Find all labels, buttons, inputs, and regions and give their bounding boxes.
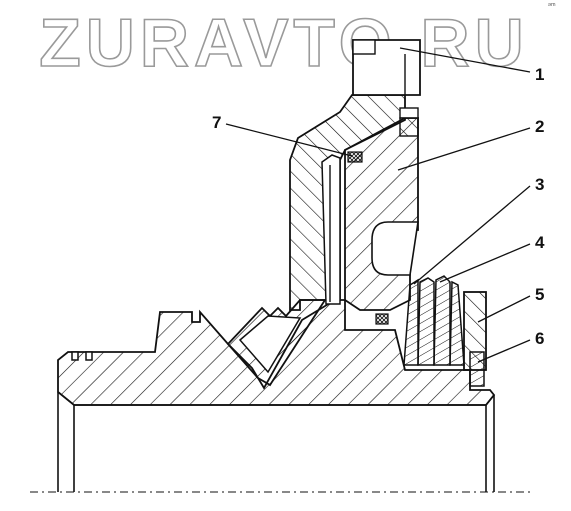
callout-1: 1 (535, 65, 544, 84)
seal-ring-7-upper (347, 151, 363, 163)
plate-key-lower (399, 117, 419, 137)
callout-5: 5 (535, 285, 544, 304)
hub-notches (71, 351, 93, 361)
inner-plate (321, 154, 341, 305)
callout-2: 2 (535, 117, 544, 136)
callout-6: 6 (535, 329, 544, 348)
watermark-text: ZURAVTO.RU (39, 5, 528, 81)
top-tab (352, 39, 376, 55)
plate-pocket (371, 221, 419, 276)
leader-lines (225, 47, 531, 363)
spring-stack-3-4 (403, 275, 465, 366)
corner-mark: ᵊᵐ (548, 1, 556, 10)
arm-slot (238, 315, 302, 374)
callout-3: 3 (535, 175, 544, 194)
shaft-bore (57, 391, 495, 492)
retaining-ring-6 (469, 351, 485, 387)
plate-key (399, 107, 419, 119)
callout-4: 4 (535, 233, 545, 252)
callout-7: 7 (212, 113, 221, 132)
seal-ring-7-lower (375, 313, 389, 325)
pressure-plate-2 (344, 117, 419, 311)
